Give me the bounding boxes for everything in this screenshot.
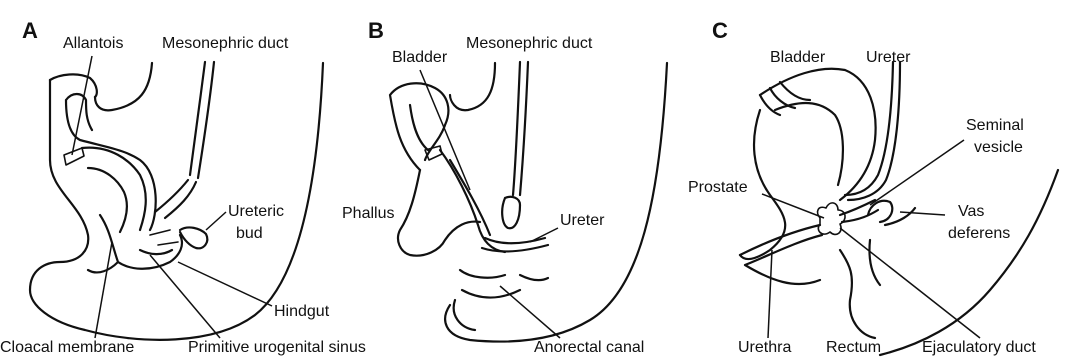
label-mesonephric-duct-a: Mesonephric duct (162, 35, 289, 52)
leader-hindgut (178, 262, 272, 306)
label-vas-deferens-line1: Vas (958, 203, 984, 220)
panel-b-letter: B (368, 18, 384, 43)
panel-b-embryo-wall (445, 63, 667, 342)
panel-a-hindgut-channel (82, 148, 146, 232)
panel-c: C Bladder Ureter Seminal vesicle Prostat… (688, 18, 1058, 356)
leader-prostate (762, 194, 824, 218)
panel-a-allantois-tip (64, 148, 84, 165)
label-allantois: Allantois (63, 35, 123, 52)
leader-ureter-b (530, 228, 558, 242)
leader-cloacal-membrane (95, 242, 112, 338)
panel-c-ureter (845, 62, 900, 200)
panel-b-ureter (482, 238, 548, 252)
leader-vas-deferens (900, 212, 945, 215)
leader-bladder-b (420, 70, 470, 190)
label-ureter-c: Ureter (866, 49, 911, 66)
panel-b: B Bladder Mesonephric duct Phallus Urete… (342, 18, 667, 356)
label-ureteric-bud-line2: bud (236, 225, 263, 242)
panel-c-bladder (760, 69, 876, 200)
panel-a-hindgut-lumen (150, 230, 178, 245)
panel-a-dorsal-curve (95, 63, 152, 110)
label-phallus: Phallus (342, 205, 394, 222)
panel-c-embryo-wall (880, 170, 1058, 355)
label-hindgut: Hindgut (274, 303, 330, 320)
label-ejaculatory-duct: Ejaculatory duct (922, 339, 1036, 356)
panel-b-dorsal-curve (450, 63, 495, 110)
panel-a-letter: A (22, 18, 38, 43)
label-primitive-urogenital-sinus: Primitive urogenital sinus (188, 339, 366, 356)
panel-b-anorectal (454, 270, 520, 330)
label-ureteric-bud-line1: Ureteric (228, 203, 284, 220)
panel-b-bladder (390, 83, 448, 170)
panel-c-letter: C (712, 18, 728, 43)
panel-b-urogenital-sinus (440, 150, 505, 252)
label-cloacal-membrane: Cloacal membrane (0, 339, 134, 356)
leader-ejaculatory-duct (840, 228, 980, 338)
label-rectum: Rectum (826, 339, 881, 356)
label-prostate: Prostate (688, 179, 748, 196)
leader-ureteric-bud (206, 212, 226, 230)
panel-b-mesonephric-tip (502, 197, 520, 228)
panel-c-bladder-rim (760, 82, 810, 115)
leader-primitive-urogenital-sinus (150, 255, 220, 338)
panel-a-mesonephric-duct (190, 62, 214, 178)
panel-a-ureteric-bud (155, 180, 196, 218)
label-bladder-c: Bladder (770, 49, 826, 66)
leader-urethra (768, 250, 772, 338)
label-bladder-b: Bladder (392, 49, 448, 66)
label-seminal-vesicle-line2: vesicle (974, 139, 1023, 156)
label-urethra: Urethra (738, 339, 791, 356)
panel-b-rectum (520, 275, 548, 280)
panel-a-ureteric-bud-tip (180, 227, 207, 248)
label-vas-deferens-line2: deferens (948, 225, 1010, 242)
panel-b-mesonephric-duct (513, 62, 528, 195)
label-mesonephric-duct-b: Mesonephric duct (466, 35, 593, 52)
panel-c-urethra (740, 225, 822, 284)
leader-anorectal-canal (500, 286, 560, 338)
label-anorectal-canal: Anorectal canal (534, 339, 644, 356)
label-seminal-vesicle-line1: Seminal (966, 117, 1024, 134)
label-ureter-b: Ureter (560, 212, 605, 229)
panel-a-embryo-wall (30, 63, 323, 340)
panel-a: A Allantois Mesonephric duct Ureteric bu… (0, 18, 366, 356)
